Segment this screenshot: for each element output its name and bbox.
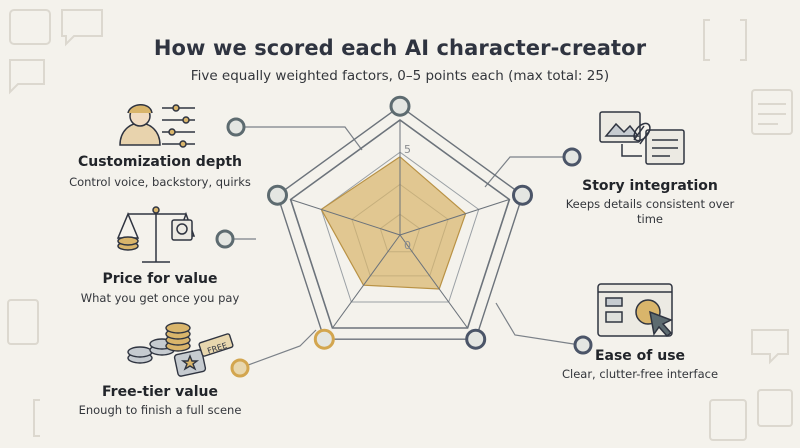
window-cursor-icon [597,283,673,338]
radar-axis-node-4 [313,328,335,350]
person-sliders-icon [119,104,195,148]
bg-speech-icon-2 [9,59,45,95]
node-freetier [230,358,250,378]
linked-documents-icon [599,111,685,165]
factor-title-ease: Ease of use [594,348,686,364]
radar-nodes [267,95,533,350]
scale-max-label: 5 [404,143,411,156]
radar-spokes [290,120,510,329]
factor-title-freetier: Free-tier value [102,384,218,400]
connector-customization [240,126,363,151]
bg-page-icon [7,299,39,345]
node-customization [226,117,246,137]
radar-axis-node-3 [465,328,487,350]
node-story [562,147,582,167]
connector-freetier [239,329,317,369]
scale-min-label: 0 [404,239,411,252]
radar-ring-2 [320,151,480,303]
page-title: How we scored each AI character-creator [153,36,647,60]
radar-axis-node-5 [267,184,289,206]
factor-desc-price: What you get once you pay [80,291,240,305]
factor-title-price: Price for value [102,271,218,287]
radar-axis-node-1 [389,95,411,117]
bg-bracket-icon-2 [33,399,40,437]
radar-spoke-2 [399,198,510,236]
background-doodles [7,9,793,441]
radar-spoke-5 [290,198,401,236]
radar-ring-1 [289,119,511,329]
connector-ease [495,302,581,346]
page-subtitle: Five equally weighted factors, 0–5 point… [190,68,610,84]
radar-spoke-3 [399,234,468,329]
node-ease [573,335,593,355]
connector-story [484,156,570,188]
bg-chat-bubble-icon [9,9,51,45]
bg-document-icon [751,89,793,135]
factor-desc-story: Keeps details consistent over time [565,197,735,226]
factor-desc-customization: Control voice, backstory, quirks [69,175,251,189]
bg-clip-icon [757,389,793,427]
radar-score-area [320,156,467,290]
bg-bracket-icon [703,19,747,61]
factor-desc-freetier: Enough to finish a full scene [78,403,242,417]
radar-outer-frame [276,105,524,340]
factor-desc-ease: Clear, clutter-free interface [561,367,719,381]
connector-end-nodes [215,117,593,378]
radar-axis-node-2 [511,184,533,206]
node-price [215,229,235,249]
bg-speech-icon [61,9,103,47]
coins-free-tag-icon: FREE [127,322,234,377]
factor-title-customization: Customization depth [77,154,242,170]
balance-scale-icon [116,206,196,263]
bg-speech-icon-3 [751,329,789,365]
radar-spoke-4 [332,234,401,329]
factor-title-story: Story integration [582,178,718,194]
